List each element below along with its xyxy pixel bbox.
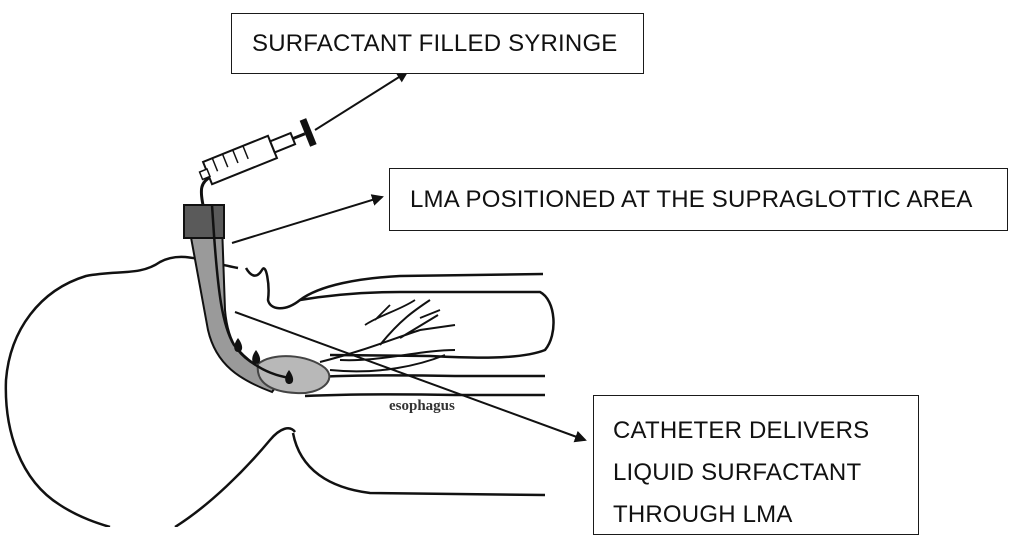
syringe-label: SURFACTANT FILLED SYRINGE: [252, 30, 618, 58]
lma-label-box: LMA POSITIONED AT THE SUPRAGLOTTIC AREA: [389, 168, 1008, 231]
lma-connector: [184, 205, 224, 238]
esophagus-label: esophagus: [389, 398, 455, 415]
esophagus-upper: [300, 375, 545, 378]
surfactant-drop: [234, 338, 242, 352]
surfactant-drop: [252, 350, 260, 364]
syringe-icon: [196, 118, 317, 189]
catheter-label-line-1: CATHETER DELIVERS: [613, 410, 918, 452]
syringe-label-box: SURFACTANT FILLED SYRINGE: [231, 13, 644, 74]
neck-lower-outline: [293, 433, 545, 495]
bronchial-tree: [320, 300, 455, 371]
arrow-to-syringe-label: [315, 72, 407, 130]
esophagus-lower: [305, 394, 545, 396]
catheter-label-line-2: LIQUID SURFACTANT: [613, 452, 918, 494]
catheter-label-box: CATHETER DELIVERS LIQUID SURFACTANT THRO…: [593, 395, 919, 535]
arrow-to-lma-label: [232, 197, 382, 243]
catheter-label-line-3: THROUGH LMA: [613, 494, 918, 536]
nasal-contour: [246, 268, 543, 308]
chin-outline: [175, 428, 295, 527]
lma-label: LMA POSITIONED AT THE SUPRAGLOTTIC AREA: [410, 186, 973, 214]
